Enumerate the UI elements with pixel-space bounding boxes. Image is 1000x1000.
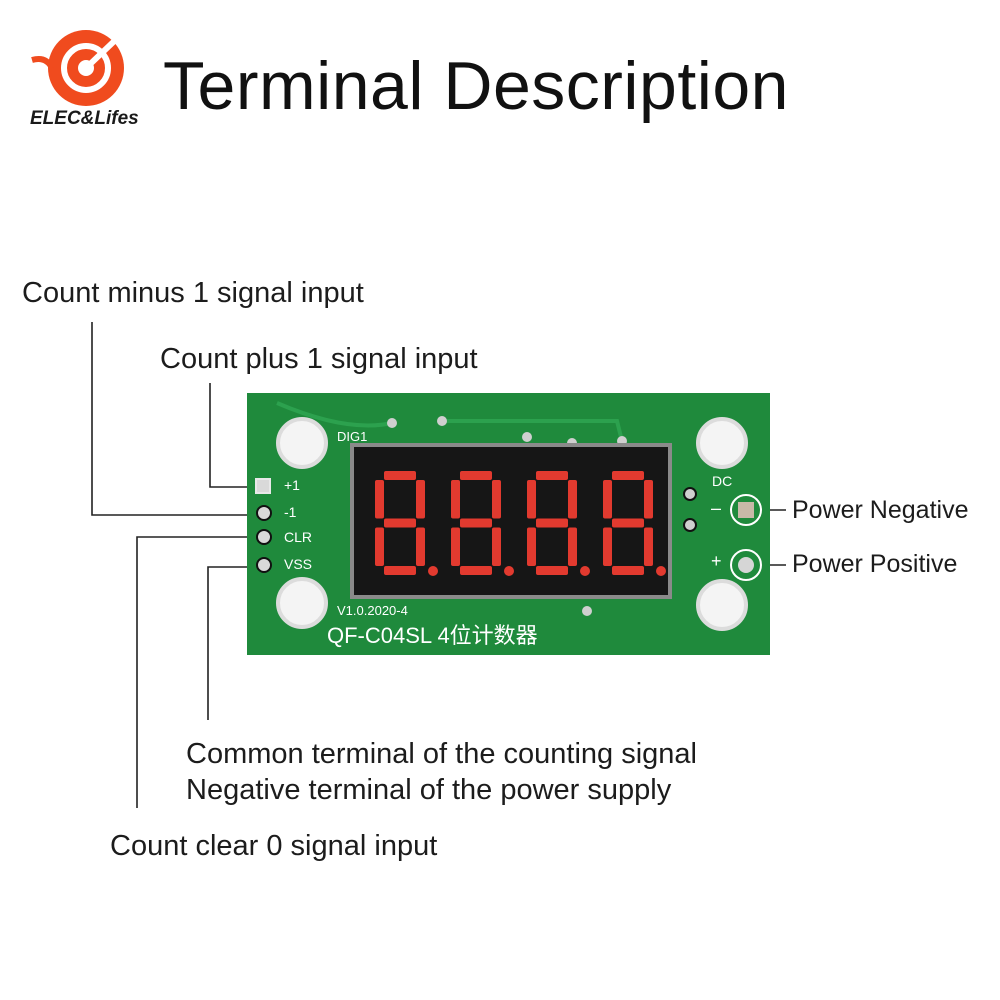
segment-a [536,471,568,480]
callout-common-line1: Common terminal of the counting signal [186,738,697,770]
brand-logo-icon [31,24,132,106]
display-digits [375,471,666,576]
callout-power-negative: Power Negative [792,496,969,524]
segment-b [644,480,653,519]
decimal-point [656,566,666,576]
plus-sign: + [711,551,722,571]
pin-label-clr: CLR [284,529,312,545]
segment-d [460,566,492,575]
segment-g [384,518,416,528]
segment-a [460,471,492,480]
segment-g [460,518,492,528]
segment-b [416,480,425,519]
segment-a [384,471,416,480]
pin-vss [256,557,272,573]
pin-clr [256,529,272,545]
segment-c [568,527,577,566]
segment-e [375,527,384,566]
segment-f [375,480,384,519]
mounting-hole [276,577,328,629]
callout-common-line2: Negative terminal of the power supply [186,774,672,806]
version-label: V1.0.2020-4 [337,603,408,618]
model-label: QF-C04SL 4位计数器 [327,623,538,648]
decimal-point [580,566,590,576]
power-negative-pad [730,494,762,526]
segment-g [536,518,568,528]
callout-count-clear: Count clear 0 signal input [110,830,438,862]
page-title: Terminal Description [163,48,789,124]
mounting-hole [696,417,748,469]
segment-d [536,566,568,575]
callout-count-minus: Count minus 1 signal input [22,277,364,309]
decimal-point [428,566,438,576]
dig-label: DIG1 [337,429,367,444]
pin-label-vss: VSS [284,556,312,572]
segment-a [612,471,644,480]
segment-f [527,480,536,519]
segment-e [451,527,460,566]
brand-name: ELEC&Lifes [30,108,139,129]
segment-b [568,480,577,519]
mounting-hole [276,417,328,469]
pin-plus-1 [255,478,271,494]
segment-f [451,480,460,519]
dc-label: DC [712,473,732,489]
pin-label-minus1: -1 [284,504,297,520]
segment-d [384,566,416,575]
pin-label-plus1: +1 [284,477,300,493]
callout-power-positive: Power Positive [792,550,958,578]
segment-c [492,527,501,566]
segment-c [416,527,425,566]
minus-sign: – [711,498,721,518]
power-positive-pad [730,549,762,581]
pin-minus-1 [256,505,272,521]
decimal-point [504,566,514,576]
segment-g [612,518,644,528]
segment-e [527,527,536,566]
segment-e [603,527,612,566]
segment-c [644,527,653,566]
segment-d [612,566,644,575]
callout-count-plus: Count plus 1 signal input [160,343,478,375]
counter-board: +1 -1 CLR VSS DIG1 DC – + V1.0.2020-4 QF… [247,393,770,655]
segment-f [603,480,612,519]
segment-b [492,480,501,519]
mounting-hole [696,579,748,631]
